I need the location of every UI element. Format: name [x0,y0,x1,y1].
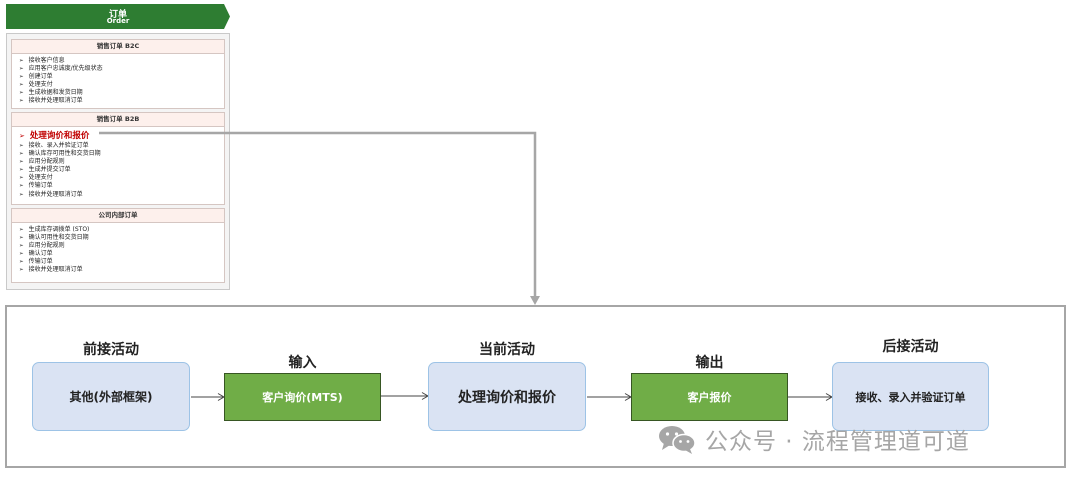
input-label: 输入 [288,355,317,371]
output-label: 输出 [695,355,724,371]
process-frame [5,305,1066,468]
list-item: 确认可用性和交货日期 [19,234,224,242]
list-item: 应用客户忠诚度/优先级状态 [19,65,224,73]
pre-activity-label: 前接活动 [83,342,139,358]
list-item: 应用分配规则 [19,158,224,166]
order-panel: 销售订单 B2C 接收客户信息 应用客户忠诚度/优先级状态 创建订单 处理支付 … [6,33,230,290]
pre-activity-box: 其他(外部框架) [32,362,190,431]
watermark-text: 公众号 · 流程管理道可道 [705,429,970,455]
input-box: 客户询价(MTS) [224,373,381,421]
list-item: 应用分配规则 [19,242,224,250]
section-internal: 公司内部订单 生成库存调拨单 (STO) 确认可用性和交货日期 应用分配规则 确… [11,208,225,283]
order-banner: 订单 Order [6,4,230,29]
section-title: 公司内部订单 [12,209,224,223]
list-item: 生成库存调拨单 (STO) [19,226,224,234]
connector-line [99,131,537,302]
section-b2c: 销售订单 B2C 接收客户信息 应用客户忠诚度/优先级状态 创建订单 处理支付 … [11,39,225,109]
section-list: 生成库存调拨单 (STO) 确认可用性和交货日期 应用分配规则 确认订单 传输订… [12,223,224,277]
highlighted-list-item: 处理询价和报价 [19,130,224,142]
current-activity-box: 处理询价和报价 [428,362,586,431]
post-activity-text: 接收、录入并验证订单 [855,390,966,404]
list-item: 接收并处理取消订单 [19,191,224,199]
pre-activity-text: 其他(外部框架) [69,390,153,404]
list-item: 接收客户信息 [19,57,224,65]
list-item: 传输订单 [19,258,224,266]
banner-title-cn: 订单 [108,10,127,20]
list-item: 处理支付 [19,174,224,182]
post-activity-box: 接收、录入并验证订单 [832,362,989,431]
list-item: 接收并处理取消订单 [19,266,224,274]
list-item: 创建订单 [19,73,224,81]
section-b2b: 销售订单 B2B 处理询价和报价 接收、录入并验证订单 确认库存可用性和交货日期… [11,112,225,205]
current-activity-text: 处理询价和报价 [458,389,556,406]
list-item: 传输订单 [19,182,224,190]
section-title: 销售订单 B2B [12,113,224,127]
list-item: 生成收据和发货日期 [19,89,224,97]
watermark: 公众号 · 流程管理道可道 [657,422,970,456]
list-item: 接收、录入并验证订单 [19,142,224,150]
list-item: 确认订单 [19,250,224,258]
banner-title-en: Order [106,17,130,25]
connector-arrowhead [530,296,540,305]
output-text: 客户报价 [687,391,732,404]
section-list: 处理询价和报价 接收、录入并验证订单 确认库存可用性和交货日期 应用分配规则 生… [12,127,224,201]
wechat-icon [659,426,696,454]
section-list: 接收客户信息 应用客户忠诚度/优先级状态 创建订单 处理支付 生成收据和发货日期… [12,54,224,108]
section-title: 销售订单 B2C [12,40,224,54]
input-text: 客户询价(MTS) [262,391,343,404]
banner-arrow-shape [6,4,230,29]
list-item: 处理支付 [19,81,224,89]
output-box: 客户报价 [631,373,788,421]
list-item: 确认库存可用性和交货日期 [19,150,224,158]
current-activity-label: 当前活动 [479,342,535,358]
list-item: 生成并提交订单 [19,166,224,174]
post-activity-label: 后接活动 [882,339,939,355]
list-item: 接收并处理取消订单 [19,97,224,105]
